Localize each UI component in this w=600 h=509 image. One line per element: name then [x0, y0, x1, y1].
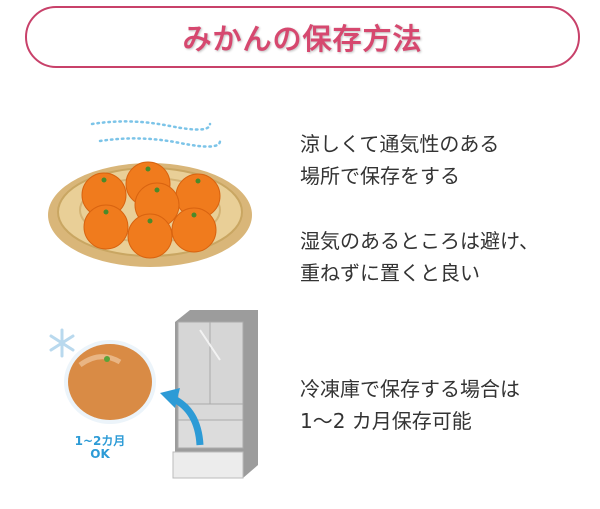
- basket-of-oranges-icon: [48, 161, 252, 267]
- tip-1-line-1: 涼しくて通気性のある: [300, 132, 500, 156]
- frozen-label-period: 1~2カ月: [74, 434, 126, 448]
- page-title: みかんの保存方法: [182, 22, 423, 56]
- tip-2-line-1: 湿気のあるところは避け、: [300, 229, 539, 253]
- frozen-orange-icon: [64, 340, 156, 424]
- tip-1-line-2: 場所で保存をする: [300, 164, 460, 188]
- tip-3-line-1: 冷凍庫で保存する場合は: [300, 377, 520, 401]
- refrigerator-icon: [172, 310, 258, 479]
- snowflake-icon: [49, 328, 75, 358]
- arrow-icon: [160, 388, 204, 446]
- tip-2-line-2: 重ねずに置くと良い: [300, 261, 480, 285]
- title-banner: みかんの保存方法: [25, 6, 580, 68]
- frozen-label-ok: OK: [90, 447, 110, 461]
- tip-3-line-2: 1〜2 カ月保存可能: [300, 409, 472, 433]
- air-flow-dots-icon: [90, 120, 222, 148]
